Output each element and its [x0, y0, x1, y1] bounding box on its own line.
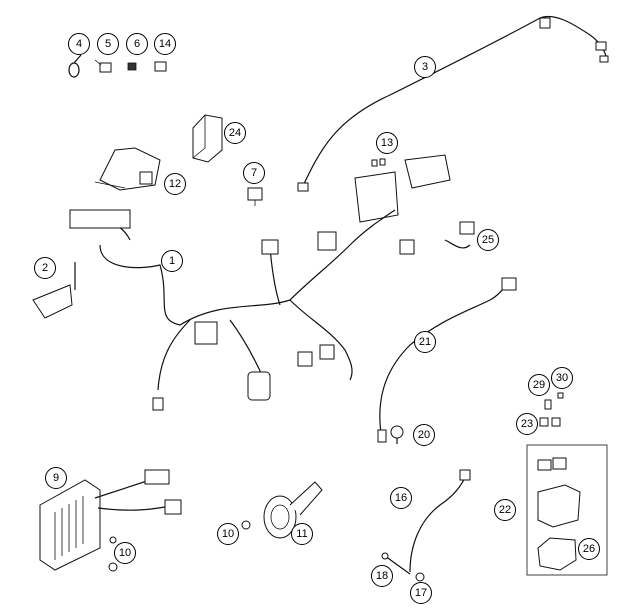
callout-24: 24	[224, 122, 246, 144]
callout-30: 30	[551, 367, 573, 389]
callout-25: 25	[477, 229, 499, 251]
callout-7: 7	[243, 162, 265, 184]
part-23b	[551, 417, 561, 427]
callout-11: 11	[291, 523, 313, 545]
callout-14: 14	[154, 33, 176, 55]
callout-26: 26	[578, 538, 600, 560]
part-23a	[539, 417, 549, 427]
bracket-part-12	[94, 147, 161, 191]
callout-9: 9	[45, 467, 67, 489]
fuses-part-13	[371, 158, 386, 167]
main-wiring-harness-1	[69, 209, 415, 411]
fuse-box	[354, 154, 451, 223]
part-30	[557, 392, 564, 399]
callout-6: 6	[126, 33, 148, 55]
callout-12: 12	[164, 173, 186, 195]
sub-harness-part-2	[32, 262, 76, 319]
callout-21: 21	[414, 331, 436, 353]
cable-16	[409, 474, 467, 573]
screw-10-b	[108, 536, 118, 572]
callout-20: 20	[413, 424, 435, 446]
harness-part-25	[444, 221, 475, 249]
part-29	[544, 399, 552, 410]
callout-4: 4	[68, 33, 90, 55]
callout-22: 22	[494, 499, 516, 521]
callout-16: 16	[390, 487, 412, 509]
callout-2: 2	[34, 257, 56, 279]
horn-part-11	[263, 481, 323, 539]
washer-17	[415, 572, 425, 582]
box-part-24	[192, 114, 223, 163]
callout-17: 17	[410, 582, 432, 604]
regulator-part-9	[39, 469, 182, 571]
cable-21	[379, 277, 516, 441]
callout-23: 23	[516, 413, 538, 435]
callout-13: 13	[376, 132, 398, 154]
spring-clip-part	[127, 62, 137, 71]
grommet-part-20	[390, 425, 404, 444]
bolt-18	[381, 552, 411, 575]
starter-relay-part-22	[537, 457, 581, 528]
callout-1: 1	[161, 250, 183, 272]
callout-29: 29	[528, 374, 550, 396]
kit-frame	[526, 444, 608, 576]
holder-part	[154, 61, 167, 72]
cover-part-26	[537, 537, 577, 571]
callout-10-regulator: 10	[114, 542, 136, 564]
callout-18: 18	[371, 565, 393, 587]
callout-5: 5	[97, 33, 119, 55]
cable-3	[301, 15, 608, 189]
callout-10-horn: 10	[217, 523, 239, 545]
callout-3: 3	[414, 56, 436, 78]
cable-tie-part	[68, 54, 82, 78]
nut-10-a	[241, 520, 251, 530]
clip-part	[94, 59, 112, 73]
relay-part-7	[247, 187, 263, 206]
